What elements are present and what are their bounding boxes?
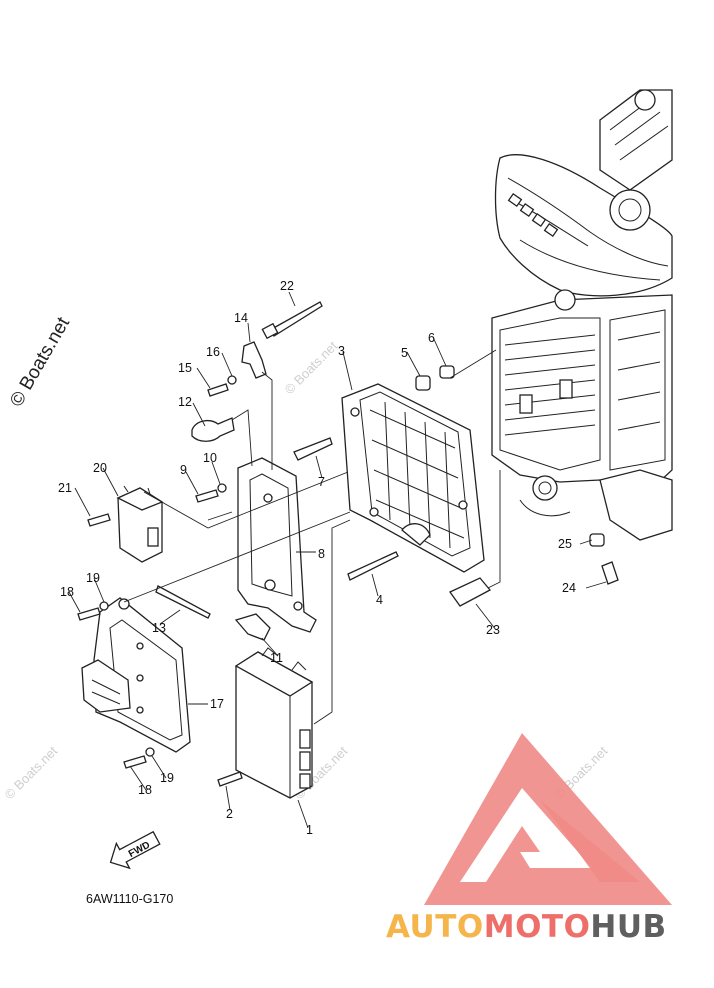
part-10-washer	[217, 483, 227, 493]
callout-25: 25	[558, 537, 572, 551]
callout-2: 2	[226, 807, 233, 821]
part-7-bolt	[293, 437, 333, 461]
part-18-bolt	[77, 607, 101, 621]
callout-14: 14	[234, 311, 248, 325]
callout-7: 7	[318, 475, 325, 489]
callout-5: 5	[401, 346, 408, 360]
part-13-cable-tie	[155, 585, 211, 619]
callout-18-upper: 18	[60, 585, 74, 599]
callout-15: 15	[178, 361, 192, 375]
callout-17: 17	[210, 697, 224, 711]
callout-21: 21	[58, 481, 72, 495]
part-8-plate	[237, 457, 317, 633]
watermark-tile: © Boats.net	[2, 743, 61, 802]
callout-8: 8	[318, 547, 325, 561]
part-21-bolt	[87, 513, 111, 527]
callout-18-lower: 18	[138, 783, 152, 797]
callout-16: 16	[206, 345, 220, 359]
fwd-arrow: FWD	[109, 830, 161, 870]
callout-10: 10	[203, 451, 217, 465]
fwd-label: FWD	[127, 840, 152, 860]
callout-23: 23	[486, 623, 500, 637]
part-18-bolt-lower	[123, 755, 147, 769]
callout-20: 20	[93, 461, 107, 475]
part-19-washer-lower	[145, 747, 155, 757]
callout-11: 11	[270, 651, 283, 665]
watermark-side: © Boats.net	[6, 313, 74, 410]
part-4-cable-tie	[347, 551, 399, 581]
diagram-code: 6AW1110-G170	[86, 892, 173, 906]
brand-wordmark: AUTOMOTOHUB	[386, 909, 667, 945]
part-6-sleeve	[439, 365, 455, 379]
part-5-grommet	[415, 375, 431, 391]
callout-3: 3	[338, 344, 345, 358]
watermark-tile: © Boats.net	[282, 338, 341, 397]
callout-4: 4	[376, 593, 383, 607]
engine-block	[491, 89, 673, 541]
callout-1: 1	[306, 823, 313, 837]
leader-lines	[68, 291, 607, 829]
callout-13: 13	[152, 621, 166, 635]
part-19-washer	[99, 601, 109, 611]
brand-logo: AUTOMOTOHUB	[386, 733, 672, 945]
part-3-bracket	[341, 383, 485, 573]
part-22-cable-tie	[261, 301, 323, 340]
callout-24: 24	[562, 581, 576, 595]
callout-9: 9	[180, 463, 187, 477]
part-12-clamp	[191, 417, 235, 442]
part-16-washer	[227, 375, 237, 385]
part-17-bracket	[81, 597, 191, 753]
callout-19-upper: 19	[86, 571, 100, 585]
callout-19-lower: 19	[160, 771, 174, 785]
brand-part-hub: HUB	[590, 909, 666, 945]
part-24-sensor	[601, 561, 619, 585]
part-20-rectifier	[116, 485, 164, 563]
part-9-bolt	[195, 489, 219, 503]
callout-22: 22	[280, 279, 294, 293]
callout-labels: 1 2 3 4 5 6 7 8 9 10 11 12 13 14 15 16 1…	[58, 279, 576, 837]
callout-6: 6	[428, 331, 435, 345]
brand-part-moto: MOTO	[484, 909, 591, 945]
part-15-bolt	[207, 383, 229, 397]
part-11-clip	[234, 613, 271, 641]
part-23-sensor	[449, 577, 492, 607]
part-25-grommet	[589, 533, 605, 547]
part-14-clip	[241, 341, 267, 379]
brand-part-auto: AUTO	[386, 909, 484, 945]
callout-12: 12	[178, 395, 192, 409]
part-1-ecm	[234, 647, 314, 799]
part-2-bolt	[217, 771, 243, 787]
